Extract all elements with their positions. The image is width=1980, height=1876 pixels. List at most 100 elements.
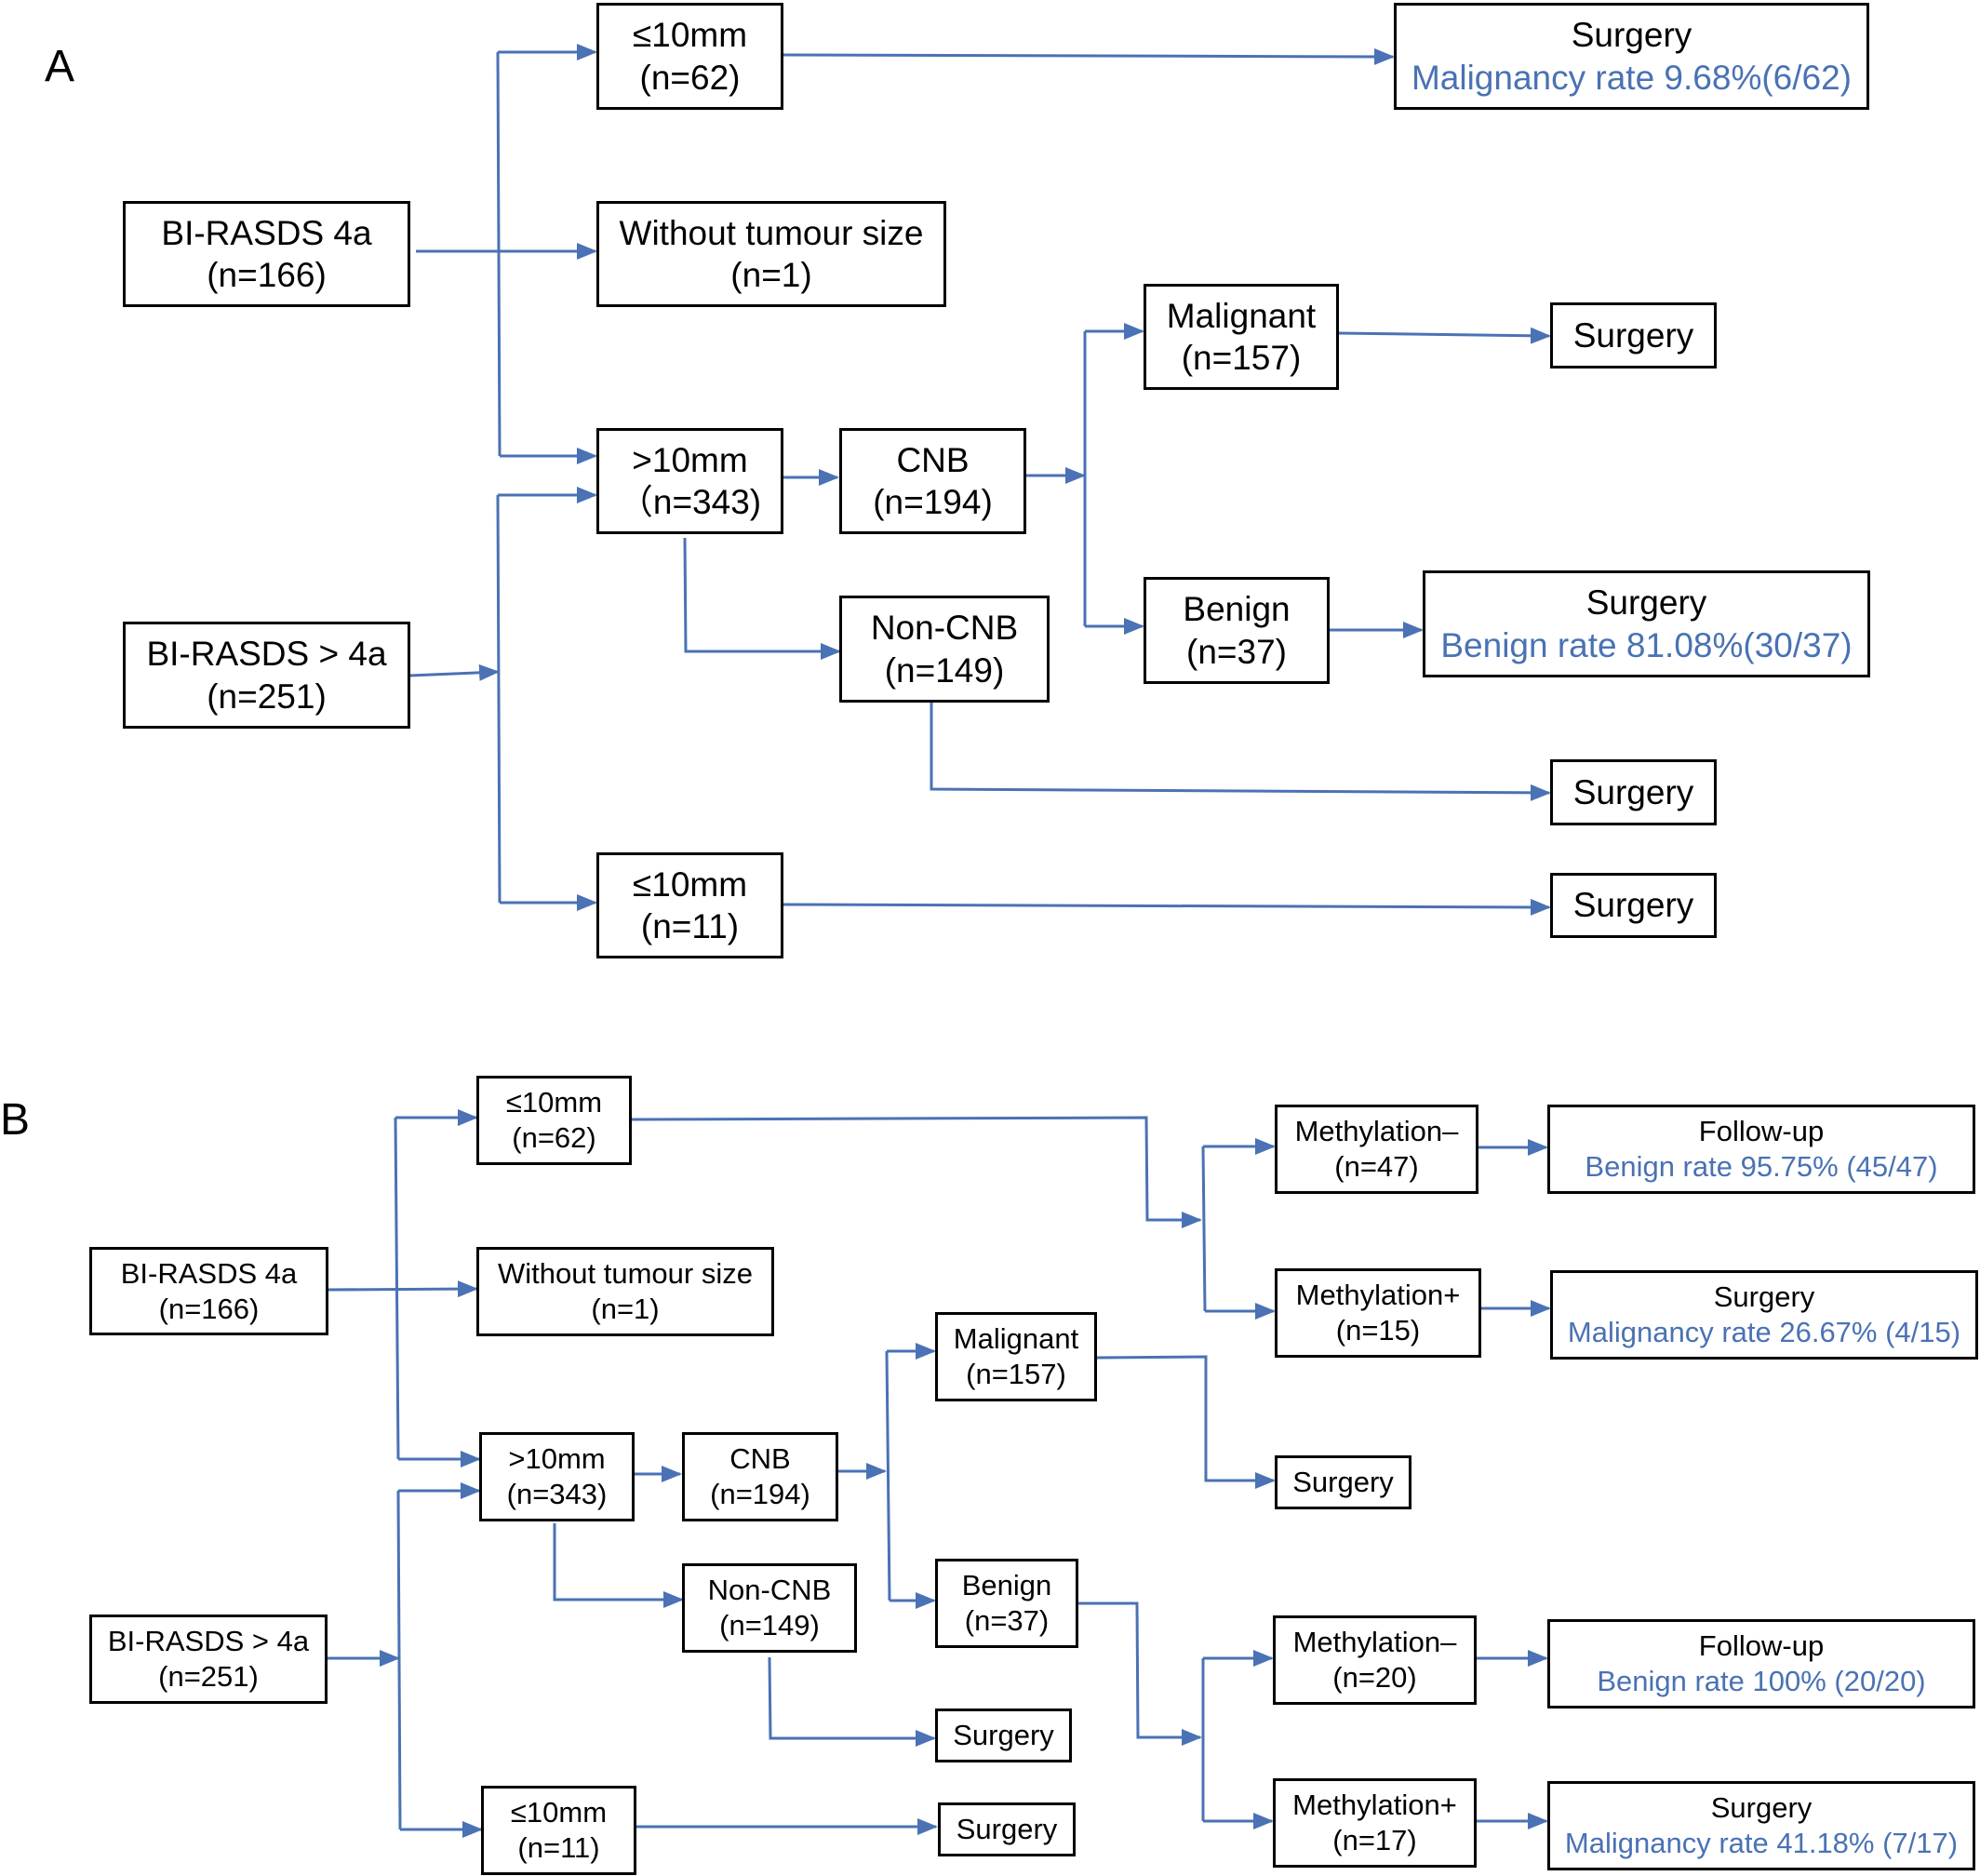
b-benign-title: Benign (961, 1569, 1052, 1602)
b-meth-pos-2-count: (n=17) (1332, 1824, 1417, 1856)
b-benign-count: (n=37) (964, 1604, 1050, 1637)
b-box-malignant: Malignant (n=157) (935, 1312, 1097, 1401)
a-cnb-count: (n=194) (873, 483, 993, 521)
b-followup-2-note: Benign rate 100% (20/20) (1597, 1665, 1926, 1697)
b-box-bi-rasds-4a: BI-RASDS 4a (n=166) (89, 1247, 328, 1335)
b-arrow-noncnb-to-surgery (768, 1656, 936, 1747)
b-box-followup-2: Follow-up Benign rate 100% (20/20) (1547, 1619, 1975, 1708)
a-bi-gt4a-count: (n=251) (207, 677, 327, 716)
a-box-surgery-malignancy-rate: Surgery Malignancy rate 9.68%(6/62) (1394, 3, 1869, 110)
b-box-gt10: >10mm (n=343) (479, 1432, 635, 1521)
a-box-without-tumour-size: Without tumour size (n=1) (596, 201, 946, 307)
a-le10-top-count: (n=62) (639, 58, 741, 97)
a-surgery-benign-note: Benign rate 81.08%(30/37) (1440, 625, 1853, 664)
b-non-cnb-count: (n=149) (719, 1609, 820, 1642)
a-surgery-noncnb-title: Surgery (1572, 772, 1694, 811)
b-surgery-meth-pos-1-title: Surgery (1713, 1280, 1815, 1314)
b-gt10-size: >10mm (508, 1442, 606, 1476)
panel-b-label: B (0, 1095, 31, 1145)
a-branch-vertical-gt4a (496, 494, 502, 904)
b-malignant-title: Malignant (953, 1322, 1079, 1356)
b-followup-2-title: Follow-up (1698, 1629, 1825, 1663)
b-surgery-malignant-title: Surgery (1292, 1466, 1394, 1499)
b-box-surgery-meth-pos-1: Surgery Malignancy rate 26.67% (4/15) (1550, 1270, 1978, 1360)
b-arrow-benign-to-branch (1078, 1601, 1202, 1746)
a-box-cnb: CNB (n=194) (839, 428, 1026, 534)
b-box-surgery-le10: Surgery (938, 1802, 1076, 1856)
a-le10-bottom-count: (n=11) (640, 907, 740, 945)
a-surgery-le10-title: Surgery (1572, 886, 1694, 925)
a-box-le10-top: ≤10mm (n=62) (596, 3, 783, 110)
b-followup-1-note: Benign rate 95.75% (45/47) (1585, 1150, 1938, 1183)
b-meth-neg-1-count: (n=47) (1334, 1150, 1419, 1183)
b-box-benign: Benign (n=37) (935, 1559, 1078, 1648)
b-box-le10-top: ≤10mm (n=62) (476, 1076, 632, 1165)
b-surgery-meth-pos-2-title: Surgery (1710, 1791, 1813, 1825)
b-bi-4a-title: BI-RASDS 4a (120, 1256, 298, 1290)
b-no-size-title: Without tumour size (498, 1257, 753, 1291)
b-le10-bottom-size: ≤10mm (510, 1796, 608, 1829)
b-le10-top-count: (n=62) (512, 1121, 596, 1154)
a-box-surgery-le10: Surgery (1550, 873, 1717, 938)
a-benign-title: Benign (1183, 590, 1291, 629)
a-le10-bottom-size: ≤10mm (632, 864, 748, 904)
a-arrow-le10-top-to-surgery (783, 47, 1395, 65)
b-le10-bottom-count: (n=11) (517, 1831, 600, 1864)
b-box-bi-rasds-gt4a: BI-RASDS > 4a (n=251) (89, 1615, 328, 1704)
panel-a-label: A (45, 42, 75, 91)
a-box-surgery-noncnb: Surgery (1550, 759, 1717, 825)
b-arrow-malignant-to-surgery (1096, 1355, 1276, 1489)
b-surgery-meth-pos-1-note: Malignancy rate 26.67% (4/15) (1567, 1316, 1961, 1348)
a-no-size-count: (n=1) (730, 256, 812, 294)
b-arrow-gt10-to-noncnb (553, 1523, 684, 1608)
a-box-bi-rasds-gt4a: BI-RASDS > 4a (n=251) (123, 622, 410, 729)
b-surgery-le10-title: Surgery (956, 1813, 1058, 1846)
b-bi-gt4a-count: (n=251) (158, 1660, 259, 1693)
a-surgery-malignant-title: Surgery (1572, 315, 1694, 355)
b-malignant-count: (n=157) (966, 1358, 1066, 1390)
b-meth-pos-1-title: Methylation+ (1295, 1279, 1461, 1312)
b-meth-neg-2-title: Methylation– (1292, 1626, 1457, 1659)
a-surgery-top-title: Surgery (1571, 16, 1692, 55)
b-box-le10-bottom: ≤10mm (n=11) (481, 1786, 636, 1875)
b-branch-vertical-4a (394, 1117, 400, 1460)
a-bi-4a-title: BI-RASDS 4a (161, 213, 372, 252)
b-box-surgery-malignant: Surgery (1275, 1455, 1411, 1509)
a-arrow-gt4a-to-branch (408, 663, 500, 681)
b-box-surgery-meth-pos-2: Surgery Malignancy rate 41.18% (7/17) (1547, 1781, 1975, 1870)
b-meth-pos-2-title: Methylation+ (1292, 1789, 1457, 1822)
a-cnb-title: CNB (896, 440, 970, 479)
a-box-surgery-malignant: Surgery (1550, 302, 1717, 368)
a-surgery-benign-title: Surgery (1585, 583, 1707, 623)
a-arrow-malignant-to-surgery (1338, 327, 1551, 344)
b-followup-1-title: Follow-up (1698, 1115, 1825, 1148)
b-cnb-title: CNB (729, 1442, 791, 1476)
b-arrow-le10-top-to-branch (631, 1116, 1202, 1228)
a-box-surgery-benign-rate: Surgery Benign rate 81.08%(30/37) (1423, 570, 1870, 677)
a-box-non-cnb: Non-CNB (n=149) (839, 596, 1050, 703)
b-bi-4a-count: (n=166) (158, 1292, 260, 1325)
b-bi-gt4a-title: BI-RASDS > 4a (107, 1625, 310, 1658)
a-gt10-size: >10mm (632, 440, 748, 479)
b-le10-top-size: ≤10mm (505, 1086, 603, 1119)
a-box-le10-bottom: ≤10mm (n=11) (596, 852, 783, 958)
a-non-cnb-count: (n=149) (884, 650, 1005, 690)
a-le10-top-size: ≤10mm (632, 16, 748, 55)
b-branch-vertical-gt4a (396, 1490, 402, 1830)
b-surgery-meth-pos-2-note: Malignancy rate 41.18% (7/17) (1564, 1827, 1959, 1859)
b-box-methylation-pos-1: Methylation+ (n=15) (1275, 1268, 1481, 1358)
a-box-benign: Benign (n=37) (1144, 577, 1330, 684)
b-box-methylation-pos-2: Methylation+ (n=17) (1273, 1778, 1477, 1868)
a-box-bi-rasds-4a: BI-RASDS 4a (n=166) (123, 201, 410, 307)
a-bi-4a-count: (n=166) (207, 256, 327, 294)
b-box-cnb: CNB (n=194) (682, 1432, 838, 1521)
a-arrow-gt10-to-noncnb (683, 537, 841, 660)
b-box-surgery-noncnb: Surgery (935, 1708, 1072, 1762)
a-box-gt10: >10mm （n=343) (596, 428, 783, 534)
a-surgery-top-note: Malignancy rate 9.68%(6/62) (1411, 58, 1853, 97)
b-box-followup-1: Follow-up Benign rate 95.75% (45/47) (1547, 1105, 1975, 1194)
b-meth-neg-1-title: Methylation– (1294, 1115, 1459, 1148)
b-arrow-4a-to-no-size (327, 1280, 478, 1298)
b-non-cnb-title: Non-CNB (707, 1574, 832, 1607)
